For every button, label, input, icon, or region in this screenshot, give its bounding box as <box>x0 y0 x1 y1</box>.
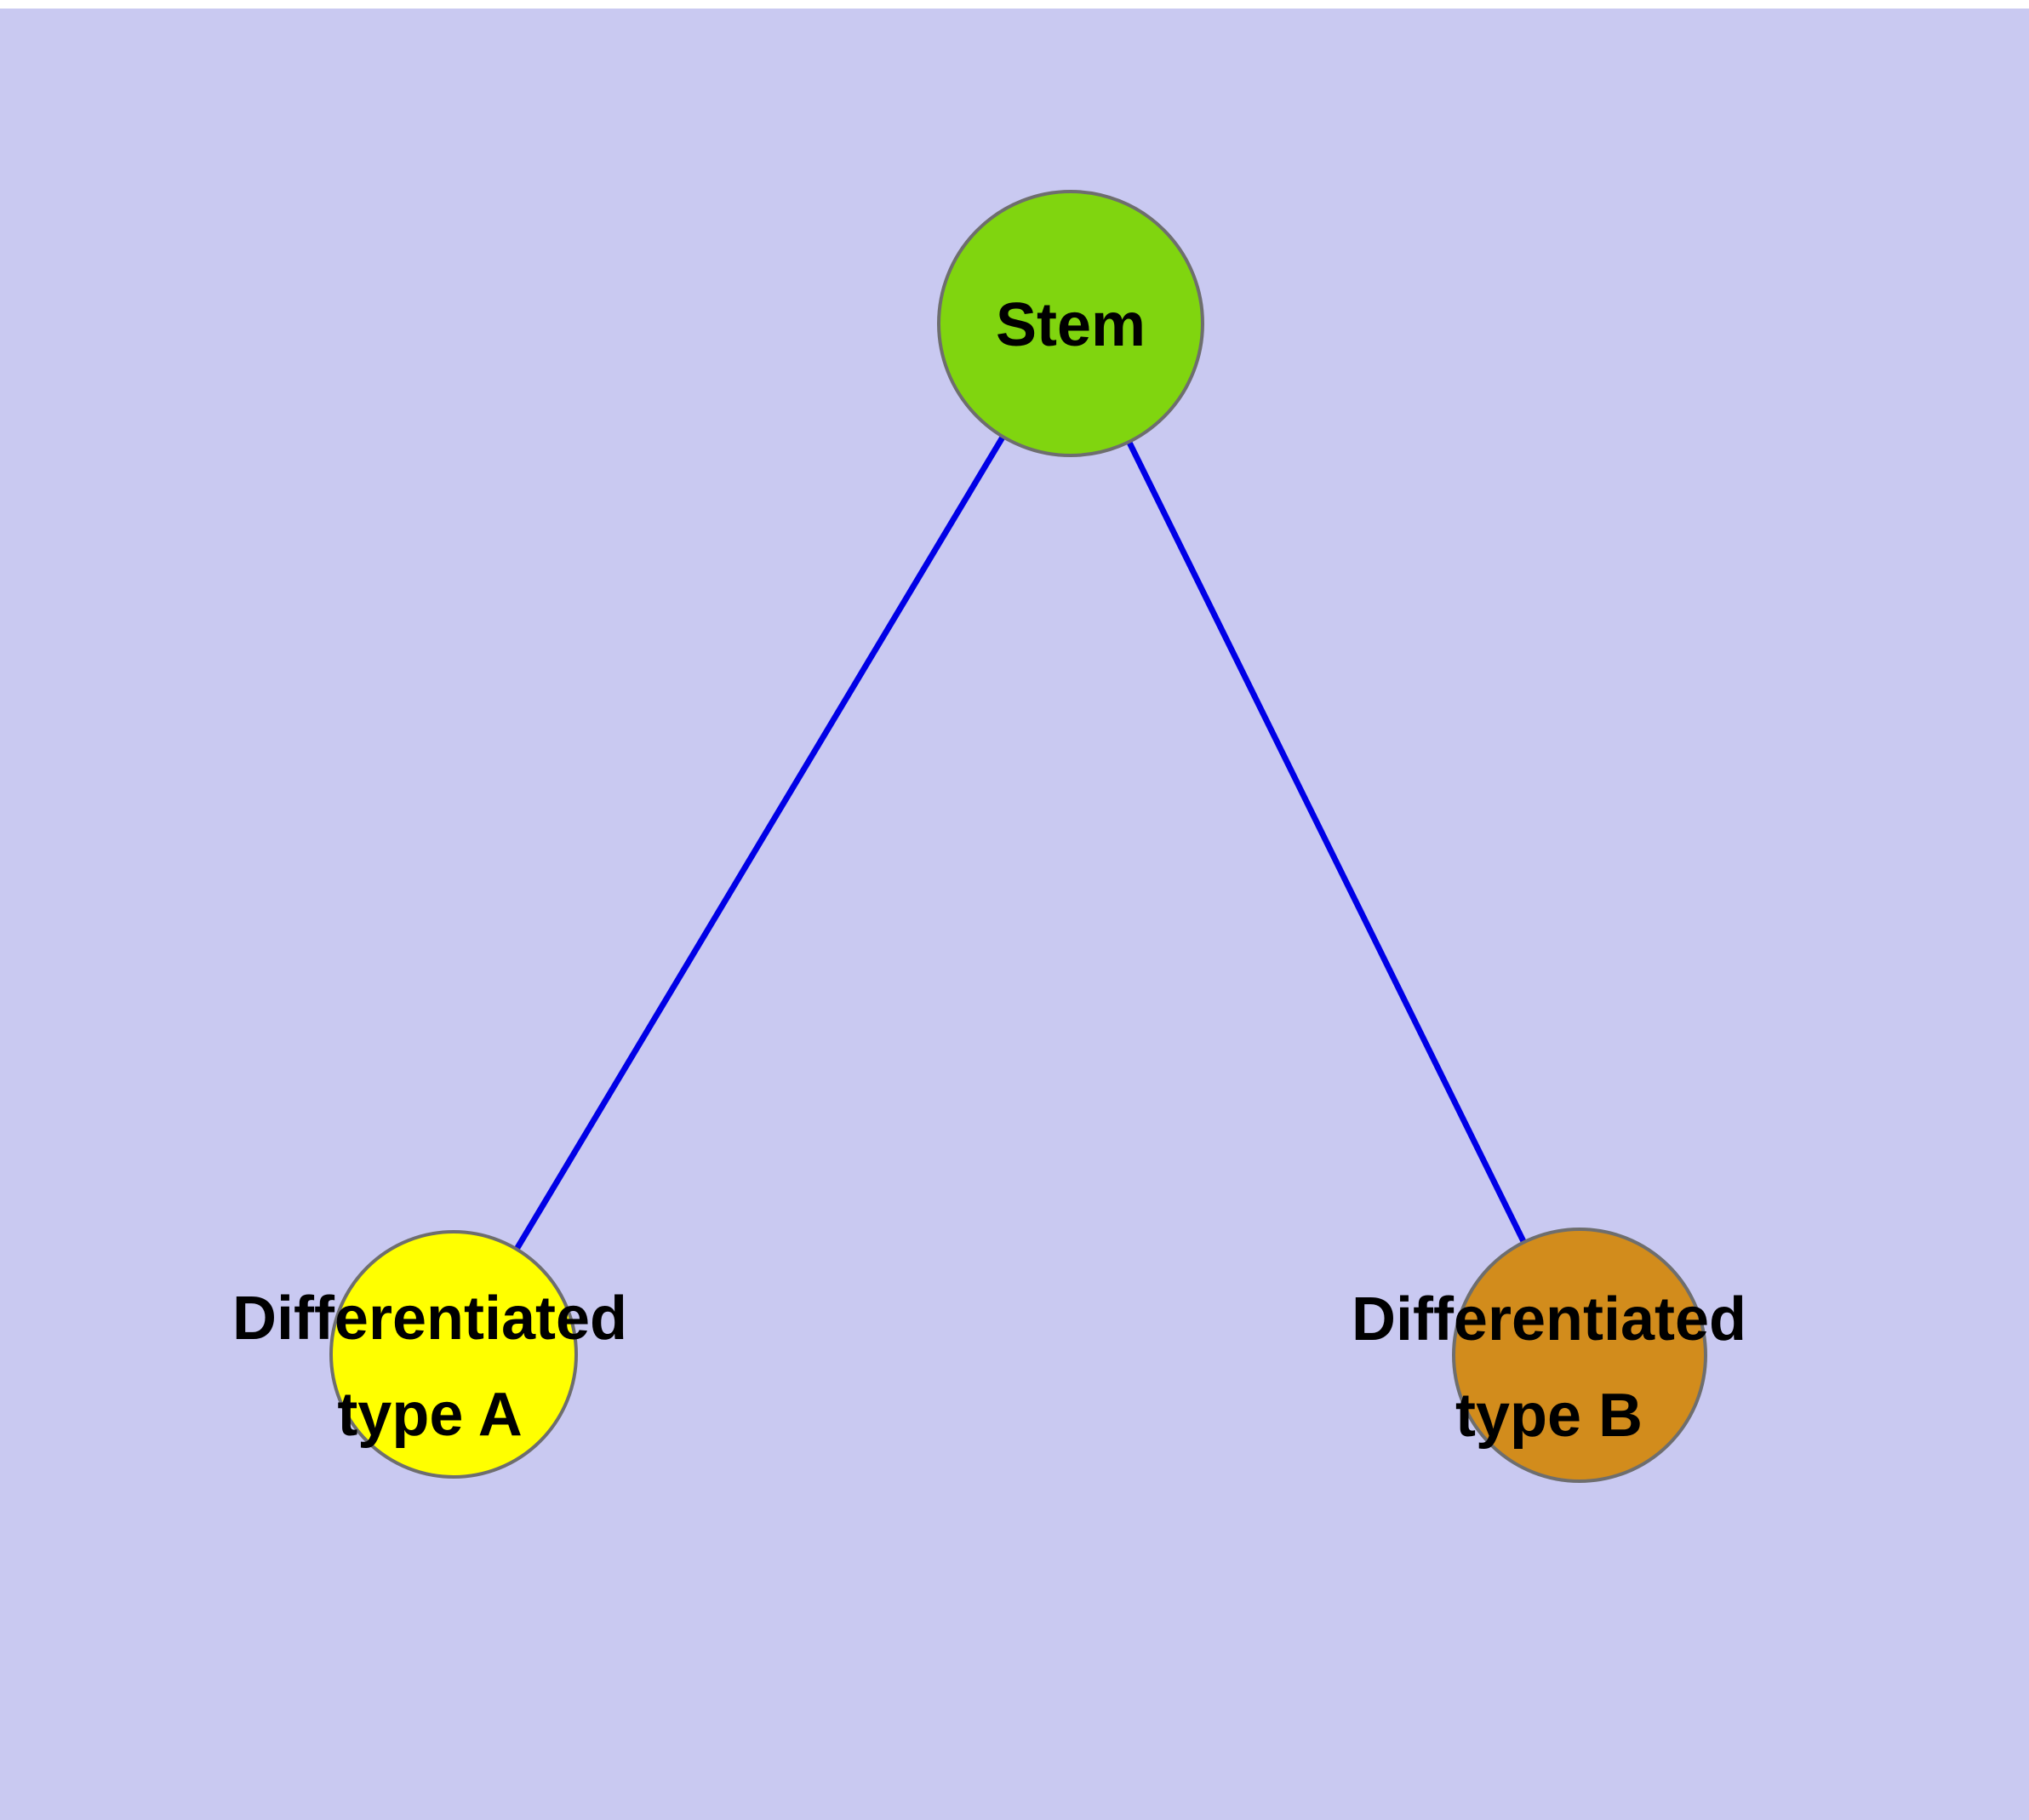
top-margin-strip <box>0 0 2029 9</box>
diagram-canvas: Stem Differentiated type A Differentiate… <box>0 9 2029 1820</box>
edge-stem-to-type-b <box>1067 322 1583 1357</box>
differentiated-type-a-node <box>329 1230 578 1479</box>
differentiated-type-b-label-line2: type B <box>1455 1382 1643 1450</box>
differentiated-type-a-label-line2: type A <box>337 1381 522 1449</box>
differentiated-type-a-label-line1: Differentiated <box>232 1285 627 1353</box>
differentiated-type-b-label-line1: Differentiated <box>1352 1285 1746 1354</box>
edge-stem-to-type-a <box>450 322 1074 1356</box>
stem-node <box>937 190 1204 457</box>
graph-svg: Stem Differentiated type A Differentiate… <box>0 9 2029 1820</box>
stem-node-label: Stem <box>996 291 1146 359</box>
differentiated-type-b-node <box>1452 1228 1707 1483</box>
